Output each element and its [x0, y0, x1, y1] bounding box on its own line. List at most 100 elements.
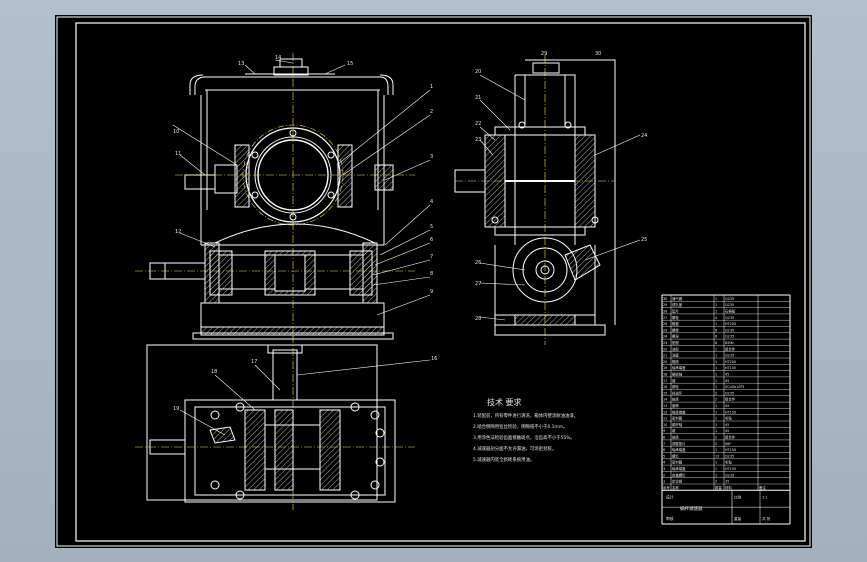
table-cell-name: 轴承端盖: [672, 447, 686, 452]
table-cell-qty: 1: [715, 297, 717, 301]
table-cell-name: 油塞: [672, 353, 679, 358]
table-cell-name: 螺钉: [672, 453, 679, 458]
tech-note: 4.减速器剖分面不允许漏油，可涂密封胶。: [473, 445, 556, 452]
table-cell-material: 毛毡: [725, 416, 732, 421]
top-view: [135, 335, 415, 510]
table-cell-qty: 1: [715, 461, 717, 465]
tech-note: 5.减速器内装全损耗系统用油。: [473, 456, 534, 463]
table-cell-material: 45: [725, 423, 729, 427]
table-cell-material: 45: [725, 404, 729, 408]
table-cell-material: 45: [725, 429, 729, 433]
table-cell-qty: 6: [715, 335, 717, 339]
table-cell-qty: 2: [715, 391, 717, 395]
callout-label: 5: [430, 224, 433, 230]
table-cell-name: 挡油环: [672, 390, 683, 395]
table-cell-no: 25: [663, 328, 667, 332]
table-cell-qty: 1: [715, 423, 717, 427]
table-cell-name: 轴承: [672, 435, 679, 440]
table-cell-no: 12: [663, 410, 667, 414]
callout-label: 4: [430, 199, 433, 205]
callout-label: 3: [430, 154, 433, 160]
table-cell-material: ZCuSn10P1: [725, 385, 745, 389]
title-weight-label: 重量: [734, 516, 742, 521]
table-cell-name: 密封圈: [672, 460, 683, 465]
tech-title: 技术 要求: [487, 397, 522, 407]
table-cell-qty: 4: [715, 316, 717, 320]
table-cell-material: HT150: [725, 467, 736, 471]
table-cell-name: 键: [672, 378, 676, 383]
table-cell-name: 轴承端盖: [672, 409, 686, 414]
table-cell-name: 视孔盖: [672, 302, 683, 307]
table-cell-name: 套筒: [672, 403, 679, 408]
table-header-no: 序号: [663, 485, 670, 490]
table-cell-qty: 1: [715, 366, 717, 370]
outer-frame: [56, 16, 811, 547]
table-cell-name: 轴承端盖: [672, 365, 686, 370]
callout-label: 28: [475, 316, 481, 322]
table-cell-qty: 1: [715, 473, 717, 477]
title-drawn-label: 设计: [666, 494, 674, 499]
table-cell-name: 轴承端盖: [672, 466, 686, 471]
table-cell-no: 30: [663, 297, 667, 301]
table-cell-name: 定位销: [672, 479, 683, 484]
table-cell-name: 通气器: [672, 296, 683, 301]
table-cell-no: 4: [663, 461, 665, 465]
table-cell-qty: 1: [715, 417, 717, 421]
table-cell-qty: 2: [715, 398, 717, 402]
technical-requirements: 技术 要求 1.装配前，所有零件进行清洗，箱体内壁涂耐油油漆。2.啮合侧隙用铅丝…: [473, 397, 578, 463]
callout-label: 12: [175, 229, 181, 235]
table-cell-qty: 1: [715, 310, 717, 314]
table-cell-material: 65Mn: [725, 341, 734, 345]
table-cell-no: 26: [663, 322, 667, 326]
table-cell-name: 蜗杆轴: [672, 422, 683, 427]
table-cell-material: Q235: [725, 316, 734, 320]
title-sheet-label: 共 张: [762, 516, 771, 521]
table-cell-material: Q235: [725, 328, 734, 332]
table-cell-no: 2: [663, 473, 665, 477]
table-cell-material: 组合件: [725, 397, 736, 402]
table-cell-no: 11: [663, 417, 667, 421]
table-cell-material: 组合件: [725, 346, 736, 351]
table-cell-no: 19: [663, 366, 667, 370]
table-cell-no: 6: [663, 448, 665, 452]
table-cell-no: 22: [663, 347, 667, 351]
callout-label: 9: [430, 289, 433, 295]
table-cell-no: 18: [663, 373, 667, 377]
table-cell-material: Q235: [725, 391, 734, 395]
callout-label: 7: [430, 254, 433, 260]
table-cell-qty: 1: [715, 448, 717, 452]
callout-label: 1: [430, 84, 433, 90]
table-cell-qty: 2: [715, 480, 717, 484]
table-cell-no: 10: [663, 423, 667, 427]
callout-label: 26: [475, 260, 481, 266]
table-cell-no: 16: [663, 385, 667, 389]
table-cell-material: 石棉板: [725, 309, 736, 314]
table-cell-qty: 1: [715, 354, 717, 358]
table-cell-no: 1: [663, 480, 665, 484]
callout-label: 17: [251, 359, 257, 365]
table-cell-material: Q235: [725, 454, 734, 458]
title-scale-value: 1:1: [762, 495, 768, 499]
callout-label: 25: [641, 237, 647, 243]
table-cell-no: 15: [663, 391, 667, 395]
callout-label: 24: [641, 133, 647, 139]
table-cell-material: HT150: [725, 410, 736, 414]
table-cell-material: 35: [725, 480, 729, 484]
callout-label: 21: [475, 95, 481, 101]
table-header-name: 名称: [672, 485, 679, 490]
table-cell-name: 垫片: [672, 309, 679, 314]
callout-label: 22: [475, 121, 481, 127]
table-cell-qty: 1: [715, 347, 717, 351]
callout-label: 19: [173, 406, 179, 412]
callout-label: 30: [595, 51, 601, 57]
table-cell-qty: 2: [715, 436, 717, 440]
table-cell-qty: 6: [715, 328, 717, 332]
table-cell-no: 28: [663, 310, 667, 314]
table-cell-material: Q235: [725, 297, 734, 301]
table-header-material: 材料: [725, 485, 732, 490]
table-cell-material: 45: [725, 379, 729, 383]
table-cell-name: 油标: [672, 346, 679, 351]
